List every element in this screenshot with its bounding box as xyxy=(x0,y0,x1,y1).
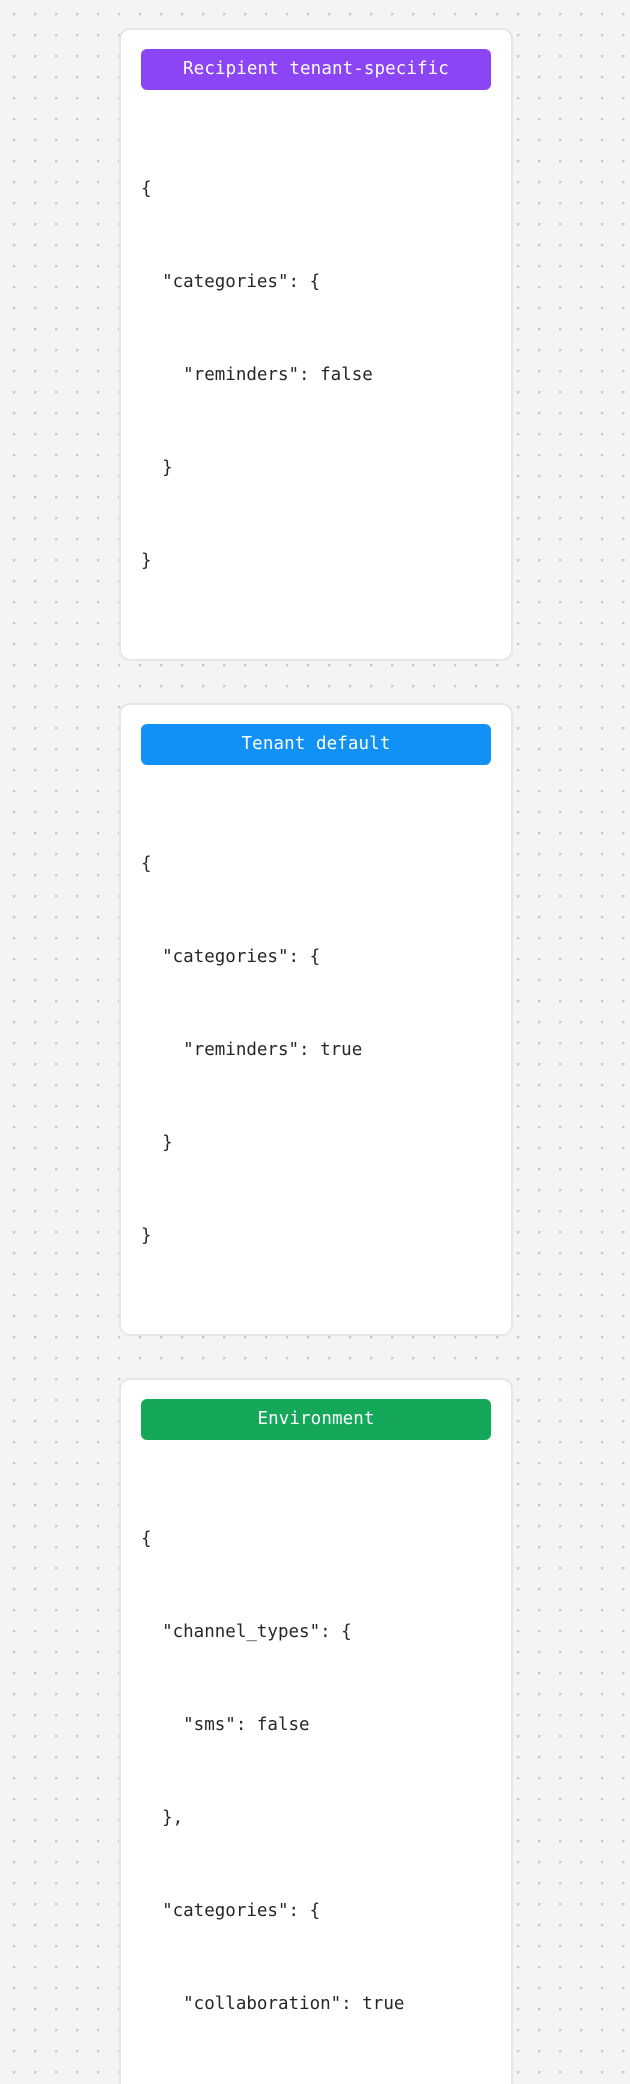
code-line: "reminders": true xyxy=(141,1040,363,1060)
code-line: } xyxy=(141,1226,152,1246)
code-line: } xyxy=(141,1133,173,1153)
card-header-recipient-tenant-specific: Recipient tenant-specific xyxy=(141,49,491,90)
code-line: { xyxy=(141,854,152,874)
card-header-tenant-default: Tenant default xyxy=(141,724,491,765)
card-json-body: { "channel_types": { "sms": false }, "ca… xyxy=(141,1462,491,2084)
code-line: { xyxy=(141,1529,152,1549)
code-line: "reminders": false xyxy=(141,365,373,385)
code-line: }, xyxy=(141,1808,184,1828)
code-line: } xyxy=(141,458,173,478)
card-title: Environment xyxy=(257,1408,375,1429)
card-json-body: { "categories": { "reminders": true } } xyxy=(141,787,491,1314)
code-line: "categories": { xyxy=(141,1901,321,1921)
preference-cards-stack: Recipient tenant-specific { "categories"… xyxy=(119,28,513,2084)
code-line: "sms": false xyxy=(141,1715,310,1735)
card-recipient-tenant-specific: Recipient tenant-specific { "categories"… xyxy=(119,28,513,661)
code-line: "channel_types": { xyxy=(141,1622,352,1642)
code-line: "categories": { xyxy=(141,272,321,292)
code-line: "collaboration": true xyxy=(141,1994,405,2014)
card-title: Tenant default xyxy=(241,733,391,754)
code-line: { xyxy=(141,179,152,199)
card-tenant-default: Tenant default { "categories": { "remind… xyxy=(119,703,513,1336)
card-title: Recipient tenant-specific xyxy=(183,58,449,79)
code-line: } xyxy=(141,2082,491,2084)
card-environment: Environment { "channel_types": { "sms": … xyxy=(119,1378,513,2084)
card-json-body: { "categories": { "reminders": false } } xyxy=(141,112,491,639)
card-header-environment: Environment xyxy=(141,1399,491,1440)
code-line: "categories": { xyxy=(141,947,321,967)
code-line: } xyxy=(141,551,152,571)
